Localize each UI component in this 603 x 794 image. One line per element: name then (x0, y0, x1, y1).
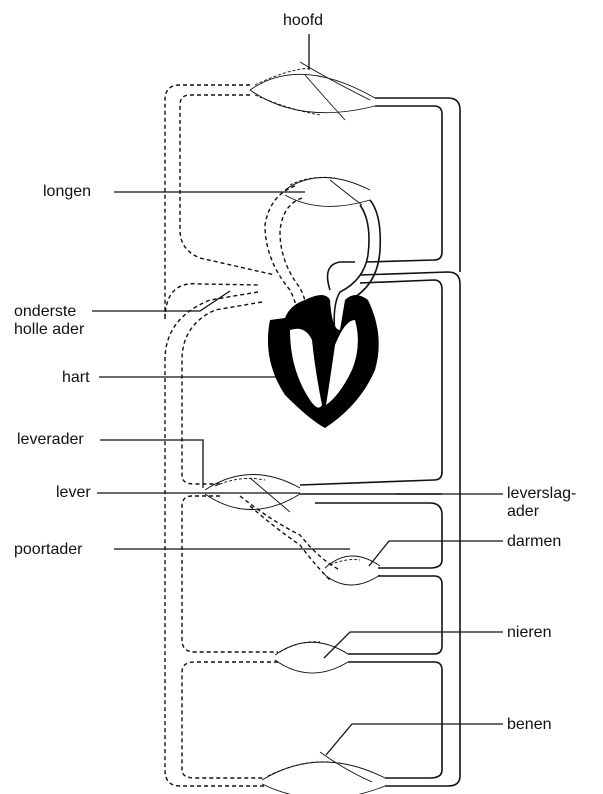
aorta-arteries (300, 98, 460, 786)
label-lever: lever (56, 484, 91, 501)
label-hart: hart (62, 369, 90, 386)
veins (165, 85, 340, 786)
label-leverslagader-line2: ader (507, 503, 540, 520)
label-longen: longen (43, 183, 91, 200)
label-onderste-holle-ader-line1: onderste (14, 303, 76, 320)
capillaries-intestines (325, 556, 380, 585)
capillaries-legs (262, 752, 385, 794)
label-poortader: poortader (14, 541, 83, 558)
heart (268, 295, 379, 428)
label-nieren: nieren (507, 624, 551, 641)
label-onderste-holle-ader-line2: holle ader (14, 321, 85, 338)
label-darmen: darmen (507, 533, 561, 550)
capillaries-kidneys (275, 642, 348, 673)
label-hoofd: hoofd (283, 12, 323, 29)
label-benen: benen (507, 716, 552, 733)
capillaries-head (250, 62, 375, 120)
label-leverslagader-line1: leverslag- (507, 485, 576, 502)
label-leverader: leverader (17, 431, 84, 448)
